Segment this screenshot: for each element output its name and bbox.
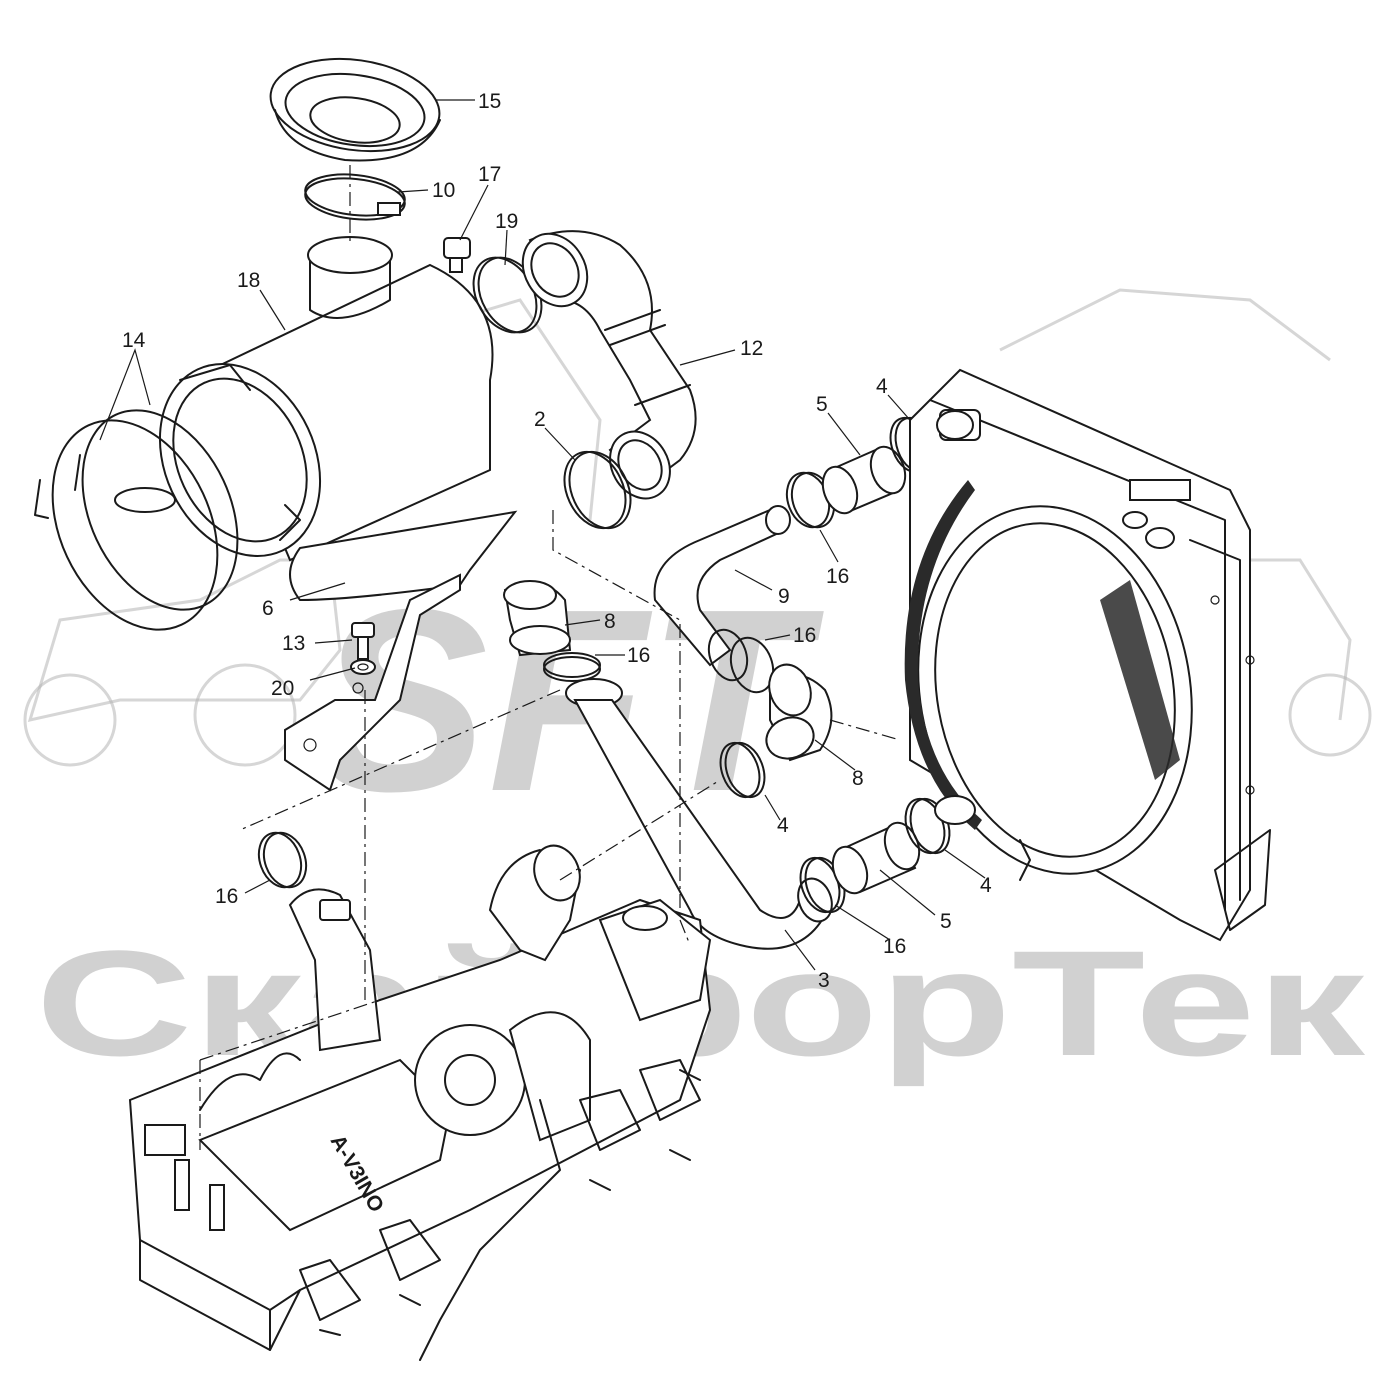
callout-2: 2 bbox=[534, 408, 546, 431]
elbow-8-lower bbox=[765, 663, 833, 762]
sleeve-5-lower bbox=[831, 821, 921, 895]
callout-9: 9 bbox=[778, 585, 790, 608]
washer-20 bbox=[350, 659, 376, 675]
exhaust-manifold bbox=[299, 1059, 701, 1321]
callout-16-middle: 16 bbox=[627, 644, 650, 667]
callout-16-upper: 16 bbox=[826, 565, 849, 588]
air-cleaner-housing bbox=[158, 236, 494, 562]
clamp-2 bbox=[563, 450, 632, 530]
callout-3: 3 bbox=[818, 969, 830, 992]
callout-17: 17 bbox=[478, 163, 501, 186]
radiator-assembly bbox=[904, 368, 1271, 942]
intake-elbow-hose bbox=[521, 230, 697, 500]
bolt-13 bbox=[351, 622, 375, 660]
callout-4-upper: 4 bbox=[876, 375, 888, 398]
callout-8-lower: 8 bbox=[852, 767, 864, 790]
clamp-16-middle bbox=[543, 652, 601, 682]
assembly-lines bbox=[199, 165, 901, 1150]
callout-5-lower: 5 bbox=[940, 910, 952, 933]
filter-bands bbox=[34, 409, 239, 631]
callout-15: 15 bbox=[478, 90, 501, 113]
elbow-8-upper bbox=[503, 580, 572, 657]
callout-16-lower: 16 bbox=[883, 935, 906, 958]
heat-shield bbox=[284, 510, 518, 792]
engine-assembly: A-V3INO bbox=[128, 844, 712, 1361]
callout-18: 18 bbox=[237, 269, 260, 292]
callout-16-right: 16 bbox=[793, 624, 816, 647]
clamp-10 bbox=[304, 173, 406, 221]
clamp-16-right bbox=[707, 628, 775, 694]
callout-5-upper: 5 bbox=[816, 393, 828, 416]
callout-12: 12 bbox=[740, 337, 763, 360]
leader-lines bbox=[99, 99, 986, 971]
callout-10: 10 bbox=[432, 179, 455, 202]
air-cleaner-cap bbox=[269, 57, 441, 162]
callout-19: 19 bbox=[495, 210, 518, 233]
intercooler-pipe-9 bbox=[653, 505, 791, 667]
clamp-4-middle bbox=[719, 741, 766, 799]
callout-20: 20 bbox=[271, 677, 294, 700]
callout-14: 14 bbox=[122, 329, 146, 352]
callout-4-middle: 4 bbox=[777, 814, 789, 837]
callout-numbers: 15 10 17 19 18 14 12 2 5 4 16 9 6 8 13 1… bbox=[122, 90, 992, 992]
engine-studs bbox=[319, 1069, 701, 1336]
callout-8-upper: 8 bbox=[604, 610, 616, 633]
callout-16-engine: 16 bbox=[215, 885, 238, 908]
callout-13: 13 bbox=[282, 632, 305, 655]
callout-4-lower: 4 bbox=[980, 874, 992, 897]
plug-17 bbox=[443, 237, 471, 273]
clamp-16-engine bbox=[257, 831, 308, 889]
callout-6: 6 bbox=[262, 597, 274, 620]
sleeve-5-upper bbox=[821, 445, 907, 515]
